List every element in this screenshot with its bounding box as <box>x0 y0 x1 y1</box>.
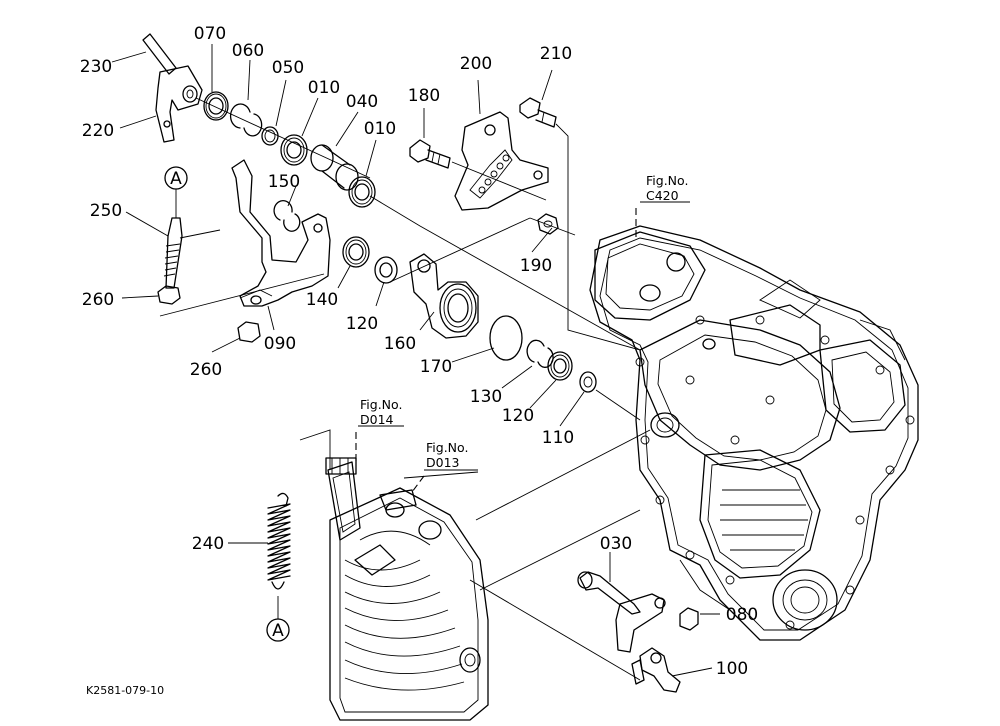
svg-text:A: A <box>170 169 182 189</box>
figure-ref-d013: Fig.No. D013 <box>426 440 468 470</box>
part-label-230: 230 <box>80 57 112 77</box>
svg-text:C420: C420 <box>646 188 679 203</box>
part-label-150: 150 <box>268 172 300 192</box>
svg-text:A: A <box>272 621 284 641</box>
nut-260-upper <box>157 285 181 305</box>
part-label-040: 040 <box>346 92 378 112</box>
clip-150 <box>273 199 301 232</box>
release-hub-160 <box>409 253 479 339</box>
svg-text:Fig.No.: Fig.No. <box>426 440 468 455</box>
bolt-210 <box>519 97 557 128</box>
bearing-120-lower <box>547 351 573 381</box>
nut-260-lower <box>237 321 261 343</box>
part-label-060: 060 <box>232 41 264 61</box>
figure-ref-d014: Fig.No. D014 <box>360 397 402 427</box>
bearing-010-lower <box>348 176 376 208</box>
part-number-labels: 070 060 050 010 040 180 200 210 230 220 … <box>80 24 758 679</box>
lever-100 <box>631 647 681 693</box>
reference-marker-a-bottom: A <box>266 596 290 642</box>
part-label-210: 210 <box>540 44 572 64</box>
transmission-case <box>589 225 919 641</box>
part-label-160: 160 <box>384 334 416 354</box>
pin-230 <box>142 33 177 75</box>
circlip-060 <box>229 103 263 137</box>
collar-040 <box>310 144 359 191</box>
rod-250 <box>163 217 183 289</box>
drawing-code: K2581-079-10 <box>86 684 164 697</box>
part-label-180: 180 <box>408 86 440 106</box>
part-label-260-upper: 260 <box>82 290 114 310</box>
part-label-140: 140 <box>306 290 338 310</box>
bearing-120-upper <box>374 256 398 284</box>
part-label-130: 130 <box>470 387 502 407</box>
part-label-010-lower: 010 <box>364 119 396 139</box>
part-label-100: 100 <box>716 659 748 679</box>
shaft-lever-030 <box>577 571 666 653</box>
part-label-250: 250 <box>90 201 122 221</box>
part-label-220: 220 <box>82 121 114 141</box>
svg-text:D013: D013 <box>426 455 459 470</box>
seal-070 <box>203 91 229 121</box>
part-label-120-lower: 120 <box>502 406 534 426</box>
o-ring-170 <box>489 315 523 361</box>
part-label-010-upper: 010 <box>308 78 340 98</box>
part-label-080: 080 <box>726 605 758 625</box>
svg-text:Fig.No.: Fig.No. <box>646 173 688 188</box>
washer-110 <box>579 371 597 393</box>
part-label-050: 050 <box>272 58 304 78</box>
nut-190 <box>537 213 559 235</box>
bolt-180 <box>409 139 451 169</box>
part-label-120-upper: 120 <box>346 314 378 334</box>
svg-text:D014: D014 <box>360 412 394 427</box>
bearing-140 <box>342 236 370 268</box>
part-label-190: 190 <box>520 256 552 276</box>
figure-ref-c420: Fig.No. C420 <box>646 173 688 203</box>
label-leaders <box>111 44 720 677</box>
part-label-200: 200 <box>460 54 492 74</box>
lever-220 <box>155 65 203 143</box>
part-label-260-lower: 260 <box>190 360 222 380</box>
spring-240 <box>267 492 291 590</box>
assembly-lines <box>159 97 651 681</box>
figure-reference-leaders <box>355 208 637 493</box>
part-label-030: 030 <box>600 534 632 554</box>
lever-plate-200 <box>454 111 549 211</box>
engine-block <box>325 457 489 721</box>
part-label-110: 110 <box>542 428 574 448</box>
part-label-070: 070 <box>194 24 226 44</box>
part-label-170: 170 <box>420 357 452 377</box>
bearing-010-upper <box>280 134 308 166</box>
part-label-090: 090 <box>264 334 296 354</box>
circlip-130 <box>526 339 554 368</box>
nut-080 <box>679 607 699 631</box>
part-label-240: 240 <box>192 534 224 554</box>
svg-text:Fig.No.: Fig.No. <box>360 397 402 412</box>
reference-marker-a-top: A <box>164 166 188 218</box>
